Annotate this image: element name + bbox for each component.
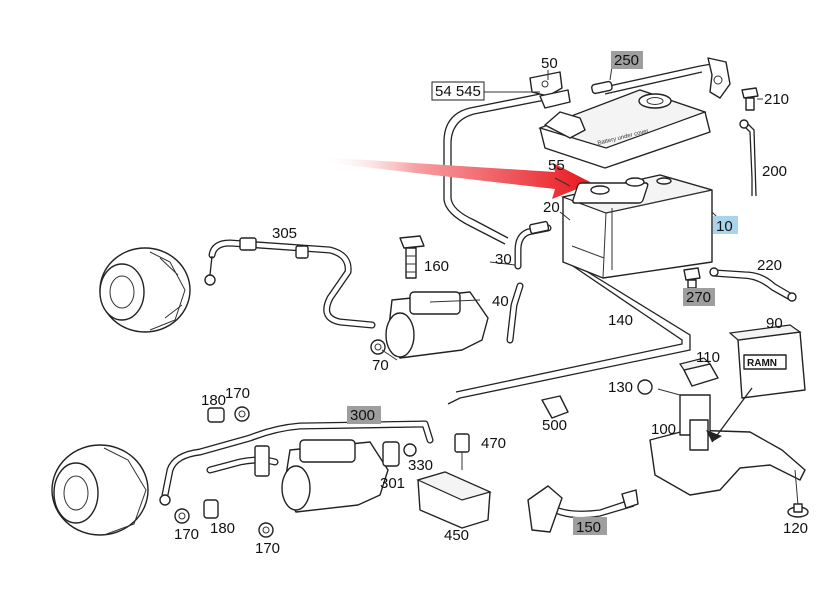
cable-200 — [739, 119, 757, 197]
callout-140: 140 — [608, 312, 633, 329]
battery-brand: RAMN — [747, 358, 777, 369]
bracket-50 — [529, 71, 571, 109]
leader-lines — [381, 59, 763, 396]
callout-500: 500 — [542, 417, 567, 434]
callout-170-lower-left: 170 — [174, 526, 199, 543]
callout-130: 130 — [608, 379, 633, 396]
callout-10: 10 — [716, 218, 733, 235]
bolt-180-upper — [207, 407, 225, 423]
cable-220 — [709, 267, 797, 302]
hose-40 — [506, 282, 524, 344]
callout-470: 470 — [481, 435, 506, 452]
connector-301 — [382, 441, 400, 467]
callout-180-lower: 180 — [210, 520, 235, 537]
callout-20: 20 — [543, 199, 560, 216]
highlight-300 — [347, 406, 381, 424]
cable-305 — [204, 237, 376, 329]
callout-160: 160 — [424, 258, 449, 275]
bolt-120 — [787, 503, 809, 518]
nut-170-lower-right — [258, 522, 274, 538]
bolt-160 — [399, 235, 425, 279]
callout-330: 330 — [408, 457, 433, 474]
starter-upper — [385, 291, 489, 359]
highlight-10 — [713, 216, 738, 234]
box-54545 — [431, 81, 485, 101]
highlight-250 — [611, 51, 643, 69]
battery-90: RAMN — [728, 324, 806, 399]
callout-300: 300 — [350, 407, 375, 424]
cable-150 — [527, 485, 639, 533]
bracket-450 — [416, 471, 492, 529]
callout-250: 250 — [614, 52, 639, 69]
starter-lower — [281, 439, 389, 513]
relay-110 — [679, 357, 719, 387]
connector-470 — [454, 433, 470, 470]
battery-cover-55: Battery under cover — [538, 89, 711, 169]
callout-120: 120 — [783, 520, 808, 537]
red-arrow-icon — [320, 157, 592, 199]
bolt-210 — [741, 87, 759, 111]
bolt-270 — [683, 267, 701, 289]
callout-220: 220 — [757, 257, 782, 274]
callout-150: 150 — [576, 519, 601, 536]
nut-170-upper — [234, 406, 250, 422]
alternator-lower — [51, 444, 149, 536]
cable-250 — [591, 57, 731, 99]
vent-hose-20 — [514, 220, 552, 270]
callout-270: 270 — [686, 289, 711, 306]
highlight-150 — [573, 517, 607, 535]
callout-170-upper: 170 — [225, 385, 250, 402]
battery-10 — [560, 174, 713, 279]
callout-210: 210 — [764, 91, 789, 108]
callout-450: 450 — [444, 527, 469, 544]
callout-70: 70 — [372, 357, 389, 374]
alternator-upper — [99, 247, 191, 333]
nut-330 — [403, 443, 417, 457]
callout-200: 200 — [762, 163, 787, 180]
highlight-270 — [683, 288, 715, 306]
callout-110: 110 — [696, 349, 720, 366]
callout-90: 90 — [766, 315, 783, 332]
bracket-500 — [541, 395, 569, 419]
main-cable-140 — [447, 257, 691, 405]
callout-30: 30 — [495, 251, 512, 268]
bracket-100 — [649, 387, 806, 506]
nut-70 — [370, 339, 386, 355]
callout-54545: 54 545 — [435, 83, 481, 100]
nut-130 — [637, 379, 653, 395]
callout-40: 40 — [492, 293, 509, 310]
callout-170-lower-right: 170 — [255, 540, 280, 557]
callout-55: 55 — [548, 157, 565, 174]
callout-305: 305 — [272, 225, 297, 242]
callout-301: 301 — [380, 475, 405, 492]
callout-180-upper: 180 — [201, 392, 226, 409]
bolt-180-lower — [203, 499, 219, 519]
callout-50: 50 — [541, 55, 558, 72]
cable-300 — [159, 420, 434, 506]
callout-100: 100 — [651, 421, 676, 438]
nut-170-lower-left — [174, 508, 190, 524]
